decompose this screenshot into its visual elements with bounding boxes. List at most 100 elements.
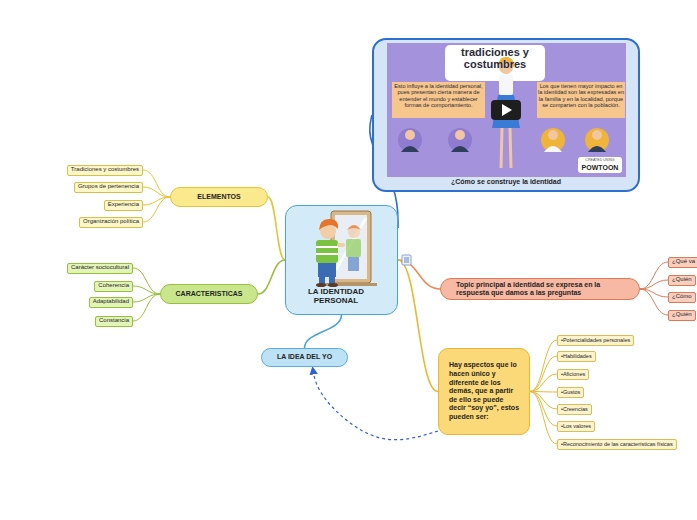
branch-line: [143, 170, 170, 197]
branch-line: [530, 392, 557, 445]
video-thumbnail: [578, 157, 622, 173]
aspect-item: •Los valores: [557, 421, 595, 432]
thumbnail-text: Los que tienen mayor impacto en la ident…: [537, 83, 625, 109]
mirror-illustration: [329, 277, 335, 284]
branch-line: [530, 392, 557, 410]
node-text: ¿Qué va: [672, 258, 695, 265]
question-item: ¿Quién: [668, 275, 696, 286]
video-thumbnail: [401, 146, 419, 152]
node-text: Grupos de pertenencia: [78, 183, 139, 190]
question-item: ¿Quién: [668, 310, 696, 321]
node-text: •Creencias: [561, 406, 588, 413]
element-item: Experiencia: [104, 200, 143, 211]
mirror-illustration: [318, 263, 336, 277]
video-thumbnail: [398, 128, 422, 152]
aspect-item: •Potencialidades personales: [557, 335, 634, 346]
branch-line: [640, 262, 668, 289]
video-thumbnail: [448, 128, 472, 152]
video-thumbnail: [445, 45, 545, 81]
branch-line: [143, 187, 170, 197]
element-item: Grupos de pertenencia: [74, 182, 143, 193]
mirror-illustration: [320, 223, 336, 239]
mirror-illustration: [328, 283, 338, 287]
characteristic-item: Adaptabilidad: [89, 297, 133, 308]
video-thumbnail: [451, 146, 469, 152]
video-thumbnail: [548, 130, 558, 140]
mirror-illustration: [316, 247, 338, 254]
note-icon: [404, 258, 409, 262]
aspect-item: •Reconocimiento de las características f…: [557, 439, 677, 450]
node-text: Experiencia: [108, 201, 139, 208]
mirror-illustration: [319, 219, 338, 230]
main-topic: LA IDEA DEL YO: [261, 348, 348, 367]
video-thumbnail: [405, 130, 415, 140]
node-text: Hay aspectos que lo hacen único y difere…: [449, 361, 521, 421]
node-text: ¿Cómo: [672, 293, 692, 300]
branch-line: [530, 356, 557, 392]
dashed-arrow: [313, 367, 439, 440]
video-thumbnail: [588, 146, 606, 152]
branch-line: [268, 197, 285, 260]
branch-line: [530, 374, 557, 392]
branch-line: [398, 260, 438, 392]
aspect-item: •Aficiones: [557, 369, 589, 380]
element-item: Tradiciones y costumbres: [67, 165, 143, 176]
node-text: •Gustos: [561, 389, 580, 396]
mirror-illustration: [316, 211, 377, 287]
central-topic: LA IDENTIDAD PERSONAL: [285, 205, 398, 315]
main-topic: Topic principal a identidad se expresa e…: [440, 278, 640, 300]
aspect-item: •Habilidades: [557, 351, 596, 362]
mirror-illustration: [348, 226, 360, 238]
node-text: Tradiciones y costumbres: [71, 166, 139, 173]
node-text: ¿Quién: [672, 276, 692, 283]
branch-line: [133, 286, 160, 294]
mirror-illustration: [337, 243, 345, 247]
characteristic-item: Constancia: [95, 316, 133, 327]
mirror-illustration: [348, 257, 359, 271]
main-topic: CARACTERISTICAS: [160, 284, 258, 304]
node-text: LA IDEA DEL YO: [277, 353, 332, 361]
mirror-illustration: [335, 215, 367, 279]
video-thumbnail: [585, 128, 609, 152]
mirror-illustration: [336, 218, 366, 270]
node-text: ELEMENTOS: [197, 193, 240, 201]
node-text: Carácter sociocultural: [71, 264, 129, 271]
branch-line: [640, 289, 668, 315]
branch-line: [133, 294, 160, 321]
node-text: Organización política: [83, 218, 139, 225]
video-thumbnail: [501, 128, 511, 168]
mirror-illustration: [346, 239, 361, 257]
branch-line: [133, 268, 160, 294]
node-text: Adaptabilidad: [93, 298, 129, 305]
question-item: ¿Qué va: [668, 257, 697, 268]
video-thumbnail: [387, 43, 626, 177]
node-text: •Habilidades: [561, 353, 592, 360]
branch-line: [258, 260, 285, 294]
watermark: CREATED USING: [580, 158, 620, 162]
video-thumbnail: [592, 130, 602, 140]
aspect-item: •Creencias: [557, 404, 592, 415]
watermark: POWTOON: [580, 163, 620, 172]
video-thumbnail: [502, 104, 512, 116]
node-text: •Potencialidades personales: [561, 337, 630, 344]
node-text: •Los valores: [561, 423, 591, 430]
branch-line: [530, 392, 557, 427]
node-text: Coherencia: [98, 282, 129, 289]
node-text: •Aficiones: [561, 371, 585, 378]
branch-line: [640, 280, 668, 289]
aspect-item: •Gustos: [557, 387, 584, 398]
element-item: Organización política: [79, 217, 143, 228]
mirror-illustration: [331, 211, 371, 283]
thumbnail-title: tradiciones y costumbres: [445, 46, 545, 70]
video-thumbnail: [387, 43, 626, 177]
video-thumbnail: [492, 95, 520, 128]
node-text: ¿Cómo se construye la identidad: [451, 178, 561, 186]
node-text: Topic principal a identidad se expresa e…: [456, 281, 631, 298]
video-thumbnail: [541, 128, 565, 152]
mirror-illustration: [316, 283, 326, 287]
node-text: ¿Quién: [672, 311, 692, 318]
mirror-illustration: [325, 283, 377, 286]
mirror-illustration: [319, 277, 325, 284]
node-text: Constancia: [99, 317, 129, 324]
characteristic-item: Carácter sociocultural: [67, 263, 133, 274]
